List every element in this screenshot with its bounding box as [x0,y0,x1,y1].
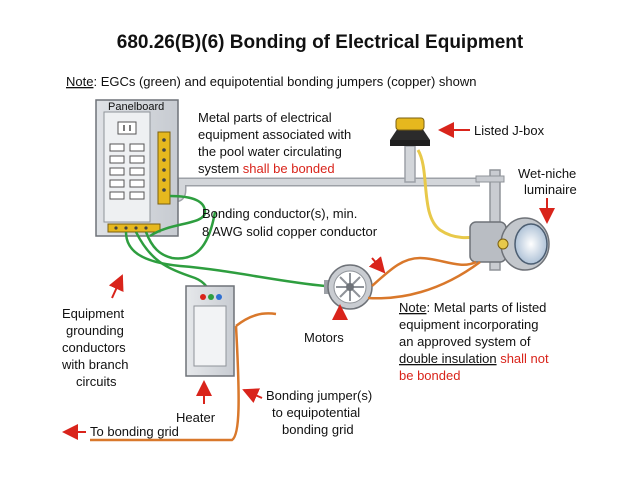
note2-prefix: Note [399,300,426,315]
note2-line-2: equipment incorporating [399,317,538,332]
egc-label: Equipment grounding conductors with bran… [61,306,128,389]
note2-double-insulation: double insulation [399,351,497,366]
egc-line-3: conductors [62,340,126,355]
page-title: 680.26(B)(6) Bonding of Electrical Equip… [117,32,524,53]
egc-arrow [108,274,124,299]
note2-line-4: double insulation shall not [399,351,549,366]
metal-parts-shall-be-bonded: shall be bonded [243,161,335,176]
wet-niche-luminaire [469,217,550,271]
jumper-line-2: to equipotential [272,405,360,420]
luminaire-post [489,169,501,271]
metal-parts-line-3: the pool water circulating [198,144,342,159]
listed-jbox [390,117,430,146]
bonding-conductor-line-2: 8 AWG solid copper conductor [202,224,378,239]
egc-line-1: Equipment [62,306,125,321]
note2-line-5: be bonded [399,368,460,383]
jumper-line-3: bonding grid [282,422,354,437]
bonding-conductor-line-1: Bonding conductor(s), min. [202,206,357,221]
note-text: : EGCs (green) and equipotential bonding… [93,74,476,89]
luminaire-label-1: Wet-niche [518,166,576,181]
jbox-label: Listed J-box [474,123,545,138]
double-insulation-note: Note: Metal parts of listed equipment in… [399,300,549,383]
panelboard-label: Panelboard [108,101,164,113]
conduit [160,179,480,201]
post-bracket [475,175,505,183]
metal-parts-line-2: equipment associated with [198,127,351,142]
bonding-conductor-arrow [368,256,386,274]
note2-text-1: : Metal parts of listed [426,300,546,315]
note-prefix: Note [66,74,93,89]
metal-parts-line-4: system shall be bonded [198,161,335,176]
copper-bonding-wires [90,256,481,442]
note2-shall-not: shall not [497,351,549,366]
note-line: Note: EGCs (green) and equipotential bon… [66,74,476,89]
note2-line-3: an approved system of [399,334,531,349]
luminaire-label-2: luminaire [524,182,577,197]
motor-label: Motors [304,330,344,345]
jumper-line-1: Bonding jumper(s) [266,388,372,403]
egc-line-4: with branch [61,357,128,372]
heater-label: Heater [176,410,216,425]
motor [324,264,373,310]
metal-parts-line-1: Metal parts of electrical [198,110,332,125]
note2-line-1: Note: Metal parts of listed [399,300,546,315]
metal-parts-label: Metal parts of electrical equipment asso… [198,110,351,176]
yellow-wire [416,149,481,240]
jbox-riser [404,145,416,183]
egc-line-2: grounding [66,323,124,338]
egc-line-5: circuits [76,374,117,389]
metal-parts-system: system [198,161,243,176]
grid-label: To bonding grid [90,424,179,439]
heater [185,285,235,377]
panelboard [95,99,179,237]
jumper-arrow [242,388,263,403]
